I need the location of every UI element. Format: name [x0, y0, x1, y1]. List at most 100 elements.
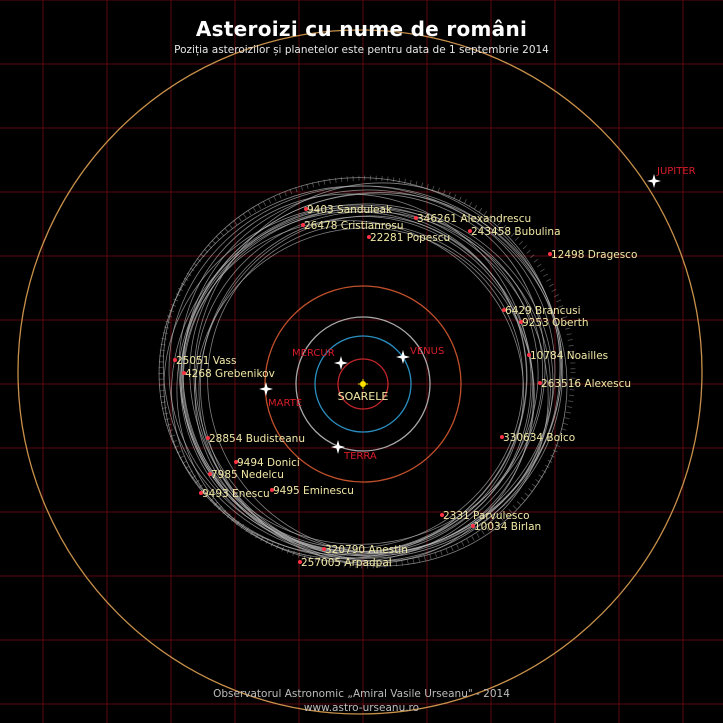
- asteroid: 263516 Alexescu: [538, 378, 631, 390]
- asteroid-label: 4268 Grebenikov: [185, 368, 275, 380]
- asteroid-marker-icon: [182, 371, 186, 375]
- asteroid-label: 9403 Sanduleak: [307, 204, 393, 216]
- asteroid-marker-icon: [199, 491, 203, 495]
- planet-dot-icon: [335, 444, 341, 450]
- planet-label: MARTE: [268, 398, 302, 409]
- asteroid: 9495 Eminescu: [270, 485, 354, 497]
- asteroid-label: 6429 Brancusi: [505, 305, 580, 317]
- asteroid-marker-icon: [519, 320, 523, 324]
- asteroid-marker-icon: [301, 223, 305, 227]
- asteroid-orbit: [158, 185, 556, 559]
- orbit-mercur: [337, 358, 389, 410]
- orbit-marte: [264, 285, 462, 483]
- asteroid-marker-icon: [500, 435, 504, 439]
- asteroid-marker-icon: [471, 524, 475, 528]
- asteroid-marker-icon: [414, 216, 418, 220]
- asteroid-label: 257005 Arpadpal: [301, 557, 392, 569]
- asteroid-orbit: [198, 215, 528, 553]
- asteroid-label: 263516 Alexescu: [541, 378, 631, 390]
- asteroid-label: 346261 Alexandrescu: [417, 213, 531, 225]
- asteroid-label: 2331 Parvulesco: [443, 510, 530, 522]
- asteroid-orbit: [163, 204, 539, 556]
- planet-label: JUPITER: [656, 166, 696, 177]
- asteroids: 9403 Sanduleak 346261 Alexandrescu 26478 C…: [173, 204, 637, 569]
- asteroid-label: 26478 Cristianrosu: [304, 220, 404, 232]
- asteroid: 10784 Noailles: [527, 350, 608, 362]
- asteroid-label: 9253 Oberth: [522, 317, 589, 329]
- orbit-terra: [295, 316, 431, 452]
- asteroid-marker-icon: [173, 358, 177, 362]
- planet-label: TERRA: [343, 451, 377, 462]
- sun-label: SOARELE: [338, 390, 389, 403]
- asteroid-marker-icon: [468, 229, 472, 233]
- asteroid: 257005 Arpadpal: [298, 557, 392, 569]
- asteroid-label: 28854 Budisteanu: [209, 433, 305, 445]
- asteroid: 346261 Alexandrescu: [414, 213, 531, 225]
- footer-url: www.astro-urseanu.ro: [303, 702, 420, 714]
- page-subtitle: Poziția asteroizilor și planetelor este …: [174, 44, 549, 56]
- asteroid-label: 9493 Enescu: [202, 488, 270, 500]
- orbit-venus: [314, 335, 412, 433]
- asteroid-orbit: [171, 208, 527, 560]
- asteroid-marker-icon: [234, 460, 238, 464]
- asteroid-marker-icon: [208, 472, 212, 476]
- asteroid-label: 22281 Popescu: [370, 232, 450, 244]
- asteroid-marker-icon: [322, 547, 326, 551]
- planet-mercur: MERCUR: [292, 348, 348, 370]
- asteroid: 26478 Cristianrosu: [301, 220, 404, 232]
- asteroid: 330634 Boico: [500, 432, 575, 444]
- asteroid-orbit: [207, 222, 535, 554]
- asteroid-marker-icon: [304, 207, 308, 211]
- asteroid: 22281 Popescu: [367, 232, 450, 244]
- planet-orbits: [17, 29, 703, 715]
- asteroid-orbit: [162, 177, 564, 559]
- asteroid-label: 10034 Birlan: [474, 521, 541, 533]
- asteroid-orbits: [158, 175, 576, 569]
- asteroid: 2331 Parvulesco: [440, 510, 530, 522]
- asteroid-marker-icon: [206, 436, 210, 440]
- asteroid: 4268 Grebenikov: [182, 368, 275, 380]
- asteroid: 9494 Donici: [234, 457, 300, 469]
- asteroid-marker-icon: [502, 308, 506, 312]
- asteroid: 9403 Sanduleak: [304, 204, 393, 216]
- asteroid-label: 243458 Bubulina: [471, 226, 561, 238]
- asteroid: 9253 Oberth: [519, 317, 589, 329]
- asteroid-marker-icon: [538, 381, 542, 385]
- planet-dot-icon: [400, 354, 406, 360]
- asteroid: 320790 Anestin: [322, 544, 408, 556]
- asteroid-label: 10784 Noailles: [530, 350, 608, 362]
- asteroid-label: 9495 Eminescu: [273, 485, 354, 497]
- asteroid: 9493 Enescu: [199, 488, 270, 500]
- asteroid-marker-icon: [298, 560, 302, 564]
- asteroid-orbit: [193, 182, 561, 562]
- planet-venus: VENUS: [396, 346, 444, 364]
- planet-label: MERCUR: [292, 348, 335, 359]
- asteroid-marker-icon: [548, 252, 552, 256]
- asteroid: 25051 Vass: [173, 355, 236, 367]
- asteroid: 6429 Brancusi: [502, 305, 580, 317]
- planet-marte: MARTE: [259, 382, 302, 409]
- asteroid: 10034 Birlan: [471, 521, 541, 533]
- asteroid: 28854 Budisteanu: [206, 433, 305, 445]
- planet-jupiter: JUPITER: [647, 166, 696, 188]
- asteroid-orbit: [194, 227, 524, 549]
- asteroid-marker-icon: [270, 488, 274, 492]
- asteroid: 243458 Bubulina: [468, 226, 561, 238]
- asteroid-marker-icon: [527, 353, 531, 357]
- planet-dot-icon: [263, 386, 269, 392]
- asteroid: 12498 Dragesco: [548, 249, 637, 261]
- sun-rays-icon: [358, 379, 368, 389]
- orbit-jupiter: [17, 29, 703, 715]
- page-title: Asteroizi cu nume de români: [195, 17, 528, 41]
- asteroid-orbit: [178, 193, 532, 555]
- asteroid-label: 9494 Donici: [237, 457, 300, 469]
- planet-dot-icon: [651, 178, 657, 184]
- asteroid: 7985 Nedelcu: [208, 469, 284, 481]
- planet-terra: TERRA: [331, 440, 377, 462]
- asteroid-orbit: [176, 193, 546, 563]
- asteroid-label: 12498 Dragesco: [551, 249, 637, 261]
- planet-label: VENUS: [410, 346, 444, 357]
- sun: SOARELE: [338, 379, 389, 403]
